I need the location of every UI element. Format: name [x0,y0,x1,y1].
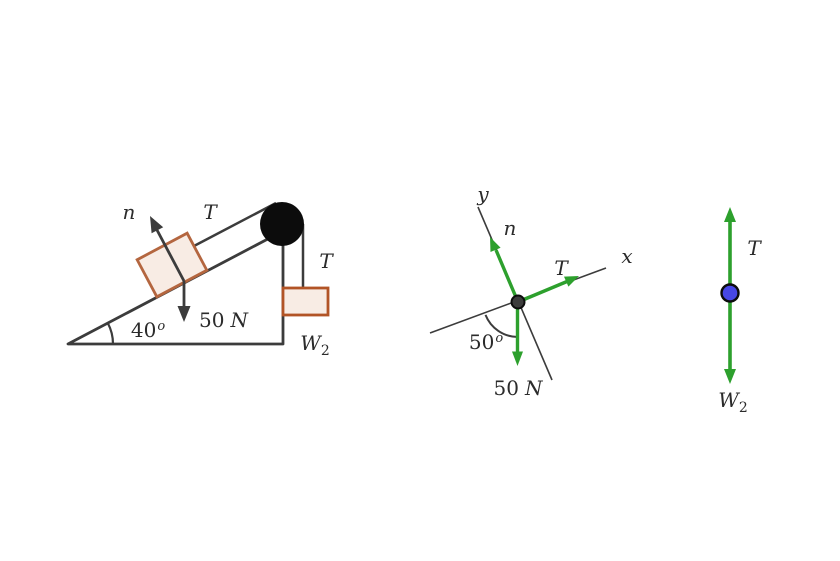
y-axis-label: y [476,182,489,206]
rope-tension-label: T [203,200,218,224]
fbd-weight-arrowhead-icon [512,351,523,366]
hanging-fbd-weight-label: W2 [718,388,747,416]
hanging-tension-label: T [319,249,334,273]
incline-angle-label: 40o [131,318,165,342]
incline-block [135,231,209,299]
hanging-weight-arrowhead-icon [724,369,736,384]
weight-force-arrowhead-icon [177,306,191,322]
hanging-tension-arrowhead-icon [724,207,736,222]
x-axis-label: x [621,244,632,268]
normal-force-label: n [123,200,136,224]
hanging-fbd: T W2 [718,207,762,416]
normal-force-vector [155,229,186,282]
pulley [260,202,304,246]
fbd-tension-arrowhead-icon [564,276,579,287]
fbd-angle-arc [484,314,519,338]
incline-angle-arc [106,322,115,345]
fbd-angle-label: 50o [469,330,503,354]
hanging-block [281,286,330,317]
fbd-tension-label: T [554,256,569,280]
fbd-normal-arrowhead-icon [490,237,501,252]
hanging-weight-label: W2 [300,331,329,359]
hanging-fbd-tension-label: T [747,236,762,260]
fbd-tension-vector [517,279,568,304]
normal-force-arrowhead-icon [150,216,164,234]
hanging-particle-dot [720,283,740,303]
fbd-normal-label: n [504,216,517,240]
fbd-normal-vector [494,249,520,303]
rope-along-incline [193,201,277,248]
fbd-origin-dot [510,294,526,310]
